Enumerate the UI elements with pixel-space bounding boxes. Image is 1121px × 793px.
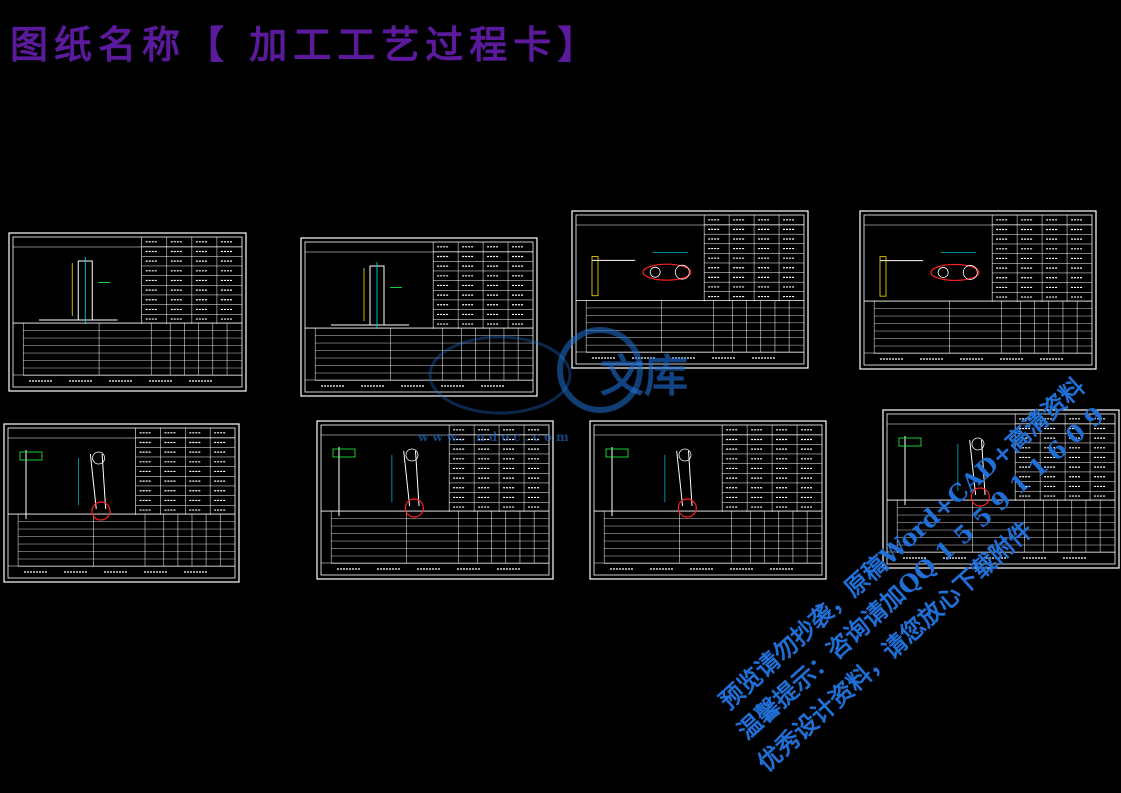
process-card-7 [589,420,827,580]
process-card-3 [571,210,809,369]
process-card-8 [882,409,1120,569]
process-card-6 [316,420,554,580]
process-card-5 [3,423,240,583]
drawing-title: 图纸名称【 加工工艺过程卡】 [10,22,602,67]
process-card-1 [8,232,247,392]
process-card-4 [859,210,1097,370]
process-card-2 [300,237,538,397]
